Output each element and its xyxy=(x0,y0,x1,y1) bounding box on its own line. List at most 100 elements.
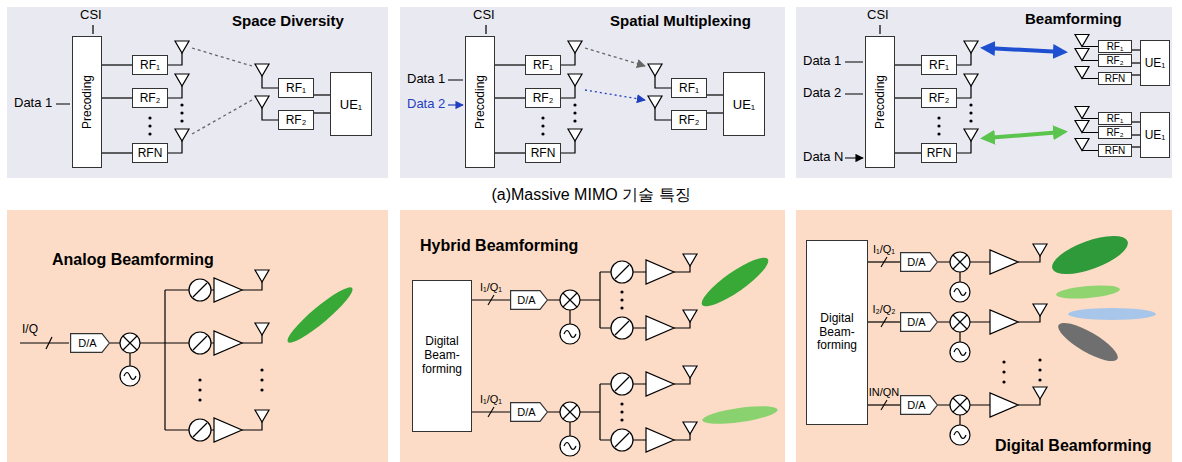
rf-chain-box: RF₂ xyxy=(671,110,707,130)
box-label: RF₁ xyxy=(286,82,306,94)
bus-tick xyxy=(881,317,887,327)
box-label: RF₁ xyxy=(679,82,699,94)
rf-chain-box: RFN xyxy=(921,143,957,163)
bus-tick xyxy=(488,407,494,417)
signal-line xyxy=(102,97,132,98)
signal-line xyxy=(707,94,723,95)
rf-chain-box: RF₂ xyxy=(525,88,561,108)
box-label: RF₁ xyxy=(140,59,160,71)
bus-tick xyxy=(881,257,887,267)
diagram-panel: Hybrid BeamformingDigital Beam-formingD/… xyxy=(400,210,785,462)
box-label: D/A xyxy=(78,338,96,349)
box-label: RF₂ xyxy=(1106,128,1123,138)
box-label: UE₁ xyxy=(733,98,755,111)
panel-title: Beamforming xyxy=(1025,10,1122,28)
signal-line xyxy=(895,152,921,153)
box-label: Precoding xyxy=(473,75,487,129)
signal-line xyxy=(102,152,132,153)
box-label: RF₂ xyxy=(679,114,700,126)
rf-chain-box: RF₁ xyxy=(1098,112,1132,125)
signal-line xyxy=(495,97,525,98)
box-label: RF₂ xyxy=(533,92,554,104)
panel-title: Analog Beamforming xyxy=(52,250,214,269)
signal-line xyxy=(1132,74,1140,75)
signal-line xyxy=(1132,49,1140,50)
box-label: D/A xyxy=(517,407,535,418)
rf-chain-box: RF₂ xyxy=(1098,54,1132,67)
signal-label: I/Q xyxy=(22,323,38,337)
signal-line xyxy=(1132,146,1140,147)
iq-label: I₂/Q₂ xyxy=(872,303,895,316)
rf-chain-box: RF₁ xyxy=(525,55,561,75)
precoding-block: Precoding xyxy=(72,36,102,168)
box-label: RF₂ xyxy=(929,92,950,104)
rf-chain-box: RF₂ xyxy=(278,110,314,130)
rf-components xyxy=(120,250,1018,456)
beam-lobes xyxy=(283,228,1156,427)
diagram-panel: Space DiversityPrecoding RF₁ RF₂ RFN RF₁ RF₂ U… xyxy=(7,7,388,178)
figure-caption: (a)Massive MIMO 기술 특징 xyxy=(0,186,1182,204)
box-label: RFN xyxy=(1105,74,1126,84)
rf-chain-box: RF₁ xyxy=(132,55,168,75)
rf-chain-box: RF₂ xyxy=(1098,126,1132,139)
diagram-panel: BeamformingPrecodingRF₁RF₂RFNRF₁RF₂RFNUE… xyxy=(796,7,1172,178)
panel-title: Space Diversity xyxy=(232,12,344,30)
signal-label: Data 1 xyxy=(803,54,841,69)
precoding-block: Precoding xyxy=(465,36,495,168)
box-label: RF₁ xyxy=(1107,42,1124,52)
rf-chain-box: UE₁ xyxy=(1140,112,1170,158)
signal-label: Data N xyxy=(803,150,843,165)
signal-line xyxy=(1132,134,1140,135)
rf-chain-box: RFN xyxy=(132,143,168,163)
rf-chain-box: UE₁ xyxy=(330,72,372,136)
box-label: D/A xyxy=(907,400,925,411)
box-label: UE₁ xyxy=(340,98,362,111)
diagram-panel: Spatial MultiplexingPrecodingRF₁RF₂RFNRF… xyxy=(400,7,785,178)
signal-line xyxy=(895,97,921,98)
ellipsis-dots xyxy=(148,103,1041,421)
digital-beamforming-block: Digital Beam-forming xyxy=(412,280,472,432)
signal-line xyxy=(102,64,132,65)
signal-line xyxy=(314,112,330,113)
rf-chain-box: UE₁ xyxy=(723,72,765,136)
iq-label: IN/QN xyxy=(869,386,900,399)
box-label: Digital Beam-forming xyxy=(810,312,864,353)
dac-block: D/A xyxy=(900,252,938,272)
digital-beamforming-block: Digital Beam-forming xyxy=(806,240,868,425)
box-label: RF₁ xyxy=(533,59,553,71)
signal-paths xyxy=(192,48,1062,138)
signal-label: Data 1 xyxy=(407,72,445,87)
box-label: Precoding xyxy=(80,75,94,129)
box-label: D/A xyxy=(517,295,535,306)
dac-block: D/A xyxy=(510,290,548,310)
rf-chain-box: RF₂ xyxy=(132,88,168,108)
dac-block: D/A xyxy=(900,395,938,415)
signal-label: CSI xyxy=(80,8,102,23)
box-label: RF₂ xyxy=(1106,56,1123,66)
rf-chain-box: RFN xyxy=(525,143,561,163)
box-label: RF₂ xyxy=(140,92,161,104)
box-label: D/A xyxy=(907,317,925,328)
box-label: Digital Beam-forming xyxy=(416,335,468,376)
signal-line xyxy=(314,94,330,95)
rf-chain-box: UE₁ xyxy=(1140,40,1170,86)
iq-label: I₁/Q₁ xyxy=(480,393,502,406)
iq-label: I₁/Q₁ xyxy=(480,281,502,294)
box-label: D/A xyxy=(907,257,925,268)
rf-chain-box: RFN xyxy=(1098,144,1132,157)
bus-tick xyxy=(488,295,494,305)
box-label: RF₂ xyxy=(286,114,307,126)
bus-tick xyxy=(881,400,887,410)
signal-label: Data 2 xyxy=(407,97,445,112)
box-label: RFN xyxy=(138,147,163,159)
signal-label: CSI xyxy=(473,8,495,23)
antennas xyxy=(175,35,1089,435)
box-label: RFN xyxy=(531,147,556,159)
dac-block: D/A xyxy=(900,312,938,332)
rf-chain-box: RF₁ xyxy=(671,78,707,98)
box-label: UE₁ xyxy=(1145,57,1166,69)
signal-line xyxy=(495,64,525,65)
